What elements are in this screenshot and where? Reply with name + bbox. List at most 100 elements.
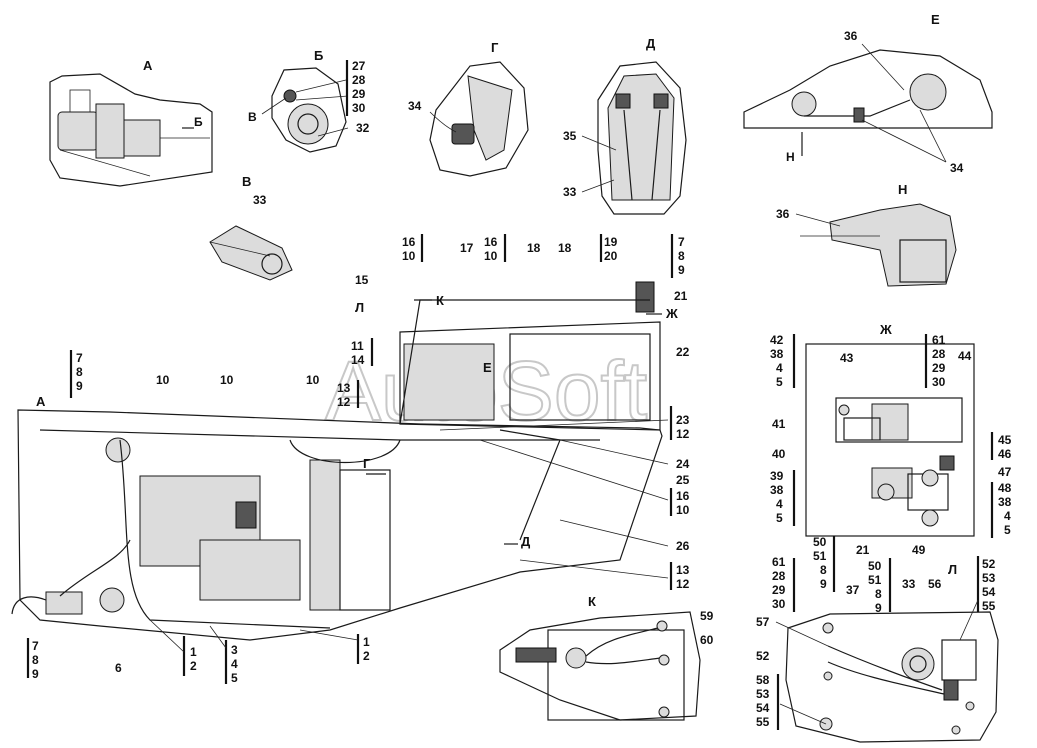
callout-l-56: 56: [928, 577, 942, 591]
callout-zh-8: 8: [820, 563, 827, 577]
leader-26: [559, 519, 669, 547]
callout-l-52a: 52: [982, 557, 996, 571]
callout-l-58: 58: [756, 673, 770, 687]
callout-22: 22: [676, 345, 690, 359]
callout-zh-21: 21: [856, 543, 870, 557]
callout-zh-51: 51: [813, 549, 827, 563]
callout-b-28: 28: [352, 73, 366, 87]
callout-top-20: 20: [604, 249, 618, 263]
callout-bot-7: 7: [32, 639, 39, 653]
view-label-zh: Ж: [879, 322, 892, 337]
callout-b-30: 30: [352, 101, 366, 115]
callout-top-8: 8: [678, 249, 685, 263]
callout-l-52b: 52: [756, 649, 770, 663]
callout-l-57: 57: [756, 615, 770, 629]
arrow-zh-label: Ж: [665, 306, 678, 321]
callout-12c: 12: [676, 577, 690, 591]
callout-10c: 10: [306, 373, 320, 387]
callout-bot-2a: 2: [190, 659, 197, 673]
callout-zh-49: 49: [912, 543, 926, 557]
callout-11: 11: [351, 339, 364, 353]
callout-l-53a: 53: [982, 571, 996, 585]
leader-l-58: [779, 703, 827, 725]
callout-12b: 12: [676, 427, 690, 441]
leader-bot-3: [209, 625, 227, 649]
callout-bot-2b: 2: [363, 649, 370, 663]
callout-top-9: 9: [678, 263, 685, 277]
view-e-detail: [743, 49, 993, 129]
callout-l-50: 50: [868, 559, 882, 573]
callout-10b: 10: [220, 373, 234, 387]
callout-top-16a: 16: [402, 235, 416, 249]
arrow-g-label: Г: [363, 456, 371, 471]
callout-zh-50: 50: [813, 535, 827, 549]
view-v-detail: [209, 225, 293, 281]
callout-25: 25: [676, 473, 690, 487]
callout-zh-38b: 38: [770, 483, 784, 497]
arrow-e-label: Е: [483, 360, 492, 375]
callout-zh-29: 29: [932, 361, 946, 375]
callout-zh-9: 9: [820, 577, 827, 591]
leader-d-33: [581, 179, 615, 193]
arrow-n-label: Н: [786, 150, 795, 164]
callout-12a: 12: [337, 395, 351, 409]
callout-zh-38c: 38: [998, 495, 1012, 509]
leader-13b: [519, 559, 669, 579]
callout-l-29: 29: [772, 583, 786, 597]
callout-l-30: 30: [772, 597, 786, 611]
callout-e-36: 36: [844, 29, 858, 43]
callout-10a: 10: [156, 373, 170, 387]
callout-zh-45: 45: [998, 433, 1012, 447]
callout-zh-5a: 5: [776, 375, 783, 389]
view-label-g: Г: [491, 40, 499, 55]
callout-l-37: 37: [846, 583, 860, 597]
callout-l-54b: 54: [756, 701, 770, 715]
callout-k-60: 60: [700, 633, 714, 647]
callout-zh-42: 42: [770, 333, 784, 347]
callout-l-54a: 54: [982, 585, 996, 599]
callout-l-61: 61: [772, 555, 786, 569]
leader-16c: [479, 439, 669, 501]
callout-zh-5b: 5: [776, 511, 783, 525]
callout-b-27: 27: [352, 59, 366, 73]
callout-v-33: 33: [253, 193, 267, 207]
view-l-detail: [785, 611, 999, 743]
side-v-label: В: [248, 110, 257, 124]
callout-l-53b: 53: [756, 687, 770, 701]
callout-bot-9: 9: [32, 667, 39, 681]
callout-24: 24: [676, 457, 690, 471]
arrow-k-label: К: [436, 293, 444, 308]
callout-14: 14: [351, 353, 365, 367]
leader-e-34b: [919, 109, 947, 163]
view-label-n: Н: [898, 182, 907, 197]
callout-bot-1b: 1: [363, 635, 370, 649]
arrow-l-label: Л: [355, 300, 364, 315]
callout-l-28: 28: [772, 569, 786, 583]
callout-zh-46: 46: [998, 447, 1012, 461]
callout-15: 15: [355, 273, 369, 287]
leader-bot-1a: [149, 619, 185, 653]
callout-top-10b: 10: [484, 249, 498, 263]
leader-l-52: [959, 599, 979, 641]
view-g-detail: [429, 61, 529, 177]
callout-23: 23: [676, 413, 690, 427]
callout-26: 26: [676, 539, 690, 553]
callout-zh-39: 39: [770, 469, 784, 483]
callout-d-35: 35: [563, 129, 577, 143]
callout-bot-4: 4: [231, 657, 238, 671]
callout-l-8: 8: [875, 587, 882, 601]
callout-top-18b: 18: [558, 241, 572, 255]
callout-zh-43: 43: [840, 351, 854, 365]
callout-zh-28: 28: [932, 347, 946, 361]
callout-zh-38a: 38: [770, 347, 784, 361]
callout-10d: 10: [676, 503, 690, 517]
callout-top-16b: 16: [484, 235, 498, 249]
callout-zh-47: 47: [998, 465, 1012, 479]
callout-bot-6: 6: [115, 661, 122, 675]
callout-zh-40: 40: [772, 447, 786, 461]
callout-zh-61: 61: [932, 333, 946, 347]
callout-d-33: 33: [563, 185, 577, 199]
callout-top-17: 17: [460, 241, 474, 255]
callout-21: 21: [674, 289, 688, 303]
view-label-k: К: [588, 594, 596, 609]
